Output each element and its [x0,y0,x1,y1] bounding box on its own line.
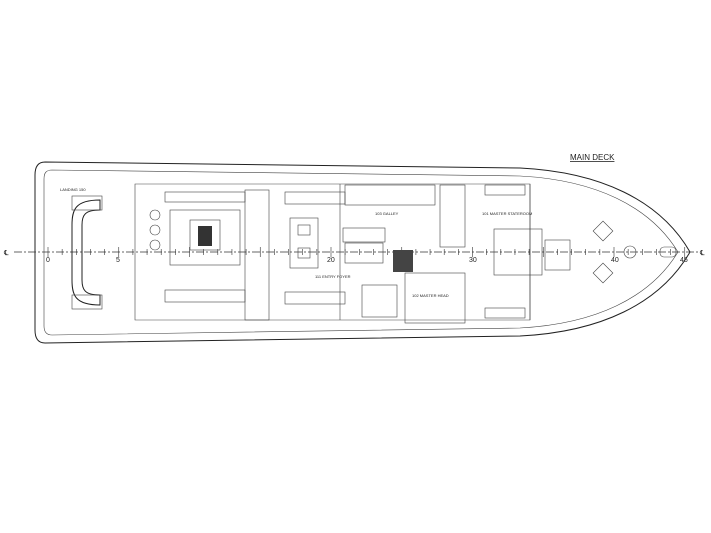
salon-centerpiece [198,226,212,246]
drawing-title: MAIN DECK [570,153,615,162]
wardrobe [544,239,571,271]
dining-centerpiece [297,224,311,236]
salon-table [189,219,221,251]
salon-stool [149,239,161,251]
galley-counter [344,184,436,206]
master-bed [493,228,543,276]
stbd-settee [284,191,346,205]
galley-stair [344,242,384,264]
crew-stair [439,184,466,248]
anchor-windlass [659,246,677,258]
station-5: 5 [116,257,120,264]
master-head-room [404,272,466,324]
foredeck-hatch [623,245,637,259]
station-0: 0 [46,257,50,264]
label-master-head: 102 MASTER HEAD [412,293,449,298]
hull-outline [34,161,691,344]
dining-centerpiece [297,247,311,259]
label-master-stateroom: 101 MASTER STATEROOM [482,211,532,216]
station-45: 45 [680,257,688,264]
day-head [361,284,398,318]
bar-unit [244,189,270,321]
chest [484,307,526,319]
aft-stair-bottom [71,294,103,310]
salon-stool [149,209,161,221]
port-settee [284,291,346,305]
centerline-symbol-fwd: ℄ [699,250,705,257]
station-20: 20 [327,257,335,264]
vanity [484,184,526,196]
hull-inner-line [43,169,679,336]
label-landing: LANDING 150 [60,187,86,192]
label-entry-foyer: 111 ENTRY FOYER [315,274,351,279]
station-ticks [47,247,686,257]
dining-table [289,217,319,269]
capstan-stbd [592,220,614,242]
stbd-sofa [164,191,246,203]
capstan-port [592,262,614,284]
aft-stair-top [71,195,103,211]
label-galley: 103 GALLEY [375,211,399,216]
centerline-symbol-aft: ℄ [3,250,9,257]
port-sofa [164,289,246,303]
galley-appliances [342,227,386,243]
station-30: 30 [469,257,477,264]
salon-seating [169,209,241,266]
station-40: 40 [611,257,619,264]
salon-stool [149,224,161,236]
shaft-hatched [393,250,413,272]
